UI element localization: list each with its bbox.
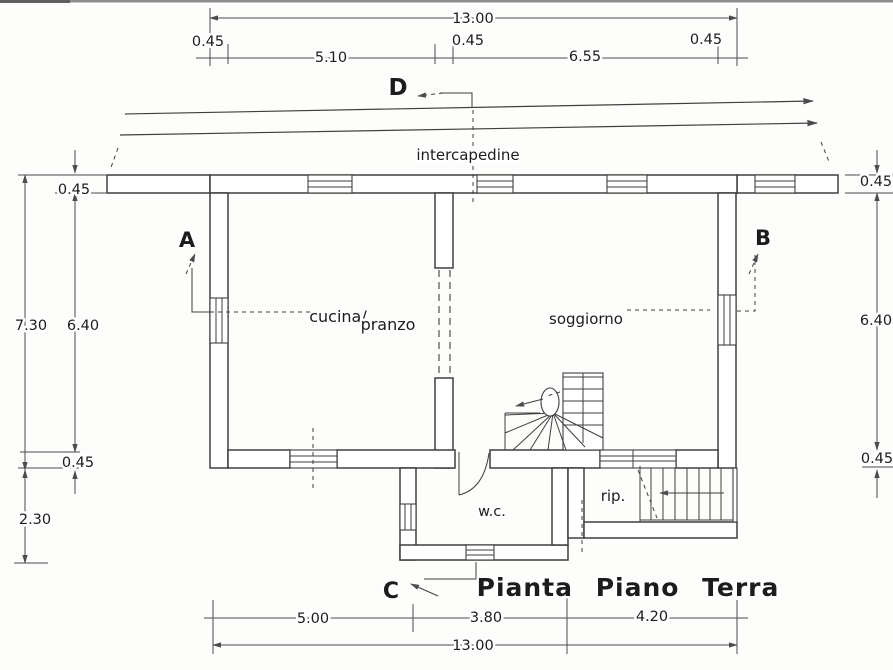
section-label-c: C	[383, 579, 399, 604]
middle-wall-opening	[435, 267, 453, 379]
intercapedine-wall	[109, 97, 831, 171]
section-markers: A B D C	[176, 73, 774, 607]
wall-bottom-seg	[336, 449, 456, 469]
wall-bottom-seg	[489, 449, 601, 469]
opening-soggiorno-back	[599, 449, 677, 469]
rip-door-swing	[637, 469, 658, 519]
label-cucina: cucina/	[309, 307, 367, 326]
dim-left-wall-top: 0.45	[58, 182, 90, 198]
dimensions-top: 13.00 0.45 5.10 0.45 6.55 0.45	[189, 8, 748, 69]
label-soggiorno: soggiorno	[549, 310, 623, 328]
dimensions-bottom: 5.00 3.80 4.20 13.00	[204, 598, 748, 657]
dimensions-left: 0.45 7.30 6.40 0.45 2.30	[12, 150, 107, 564]
window-wc-bottom	[465, 544, 495, 561]
window-wc-left	[399, 503, 417, 531]
section-marker-d: D	[386, 73, 473, 108]
window-top-cucina	[307, 174, 353, 194]
scan-border-corner	[0, 0, 70, 3]
label-rip: rip.	[601, 487, 626, 505]
stair-direction-arrow	[515, 398, 544, 407]
scan-border	[0, 0, 893, 3]
dim-left-inner: 6.40	[67, 318, 99, 334]
wall-top-left-extension	[106, 174, 211, 194]
section-marker-c: C	[380, 562, 477, 607]
stair-parapet	[732, 467, 738, 523]
dim-bottom-seg3: 4.20	[636, 609, 668, 625]
window-top-extension	[754, 174, 796, 194]
room-labels: intercapedine cucina/ pranzo soggiorno w…	[307, 144, 628, 523]
doors	[458, 452, 658, 519]
section-label-d: D	[388, 75, 407, 101]
walls	[106, 174, 839, 561]
stair-newel	[540, 387, 560, 417]
dim-top-span-right: 6.55	[569, 49, 601, 65]
dim-right-inner: 6.40	[860, 313, 892, 329]
internal-stair	[504, 372, 604, 451]
dim-top-wall-right: 0.45	[690, 32, 722, 48]
dim-top-wall-mid: 0.45	[452, 33, 484, 49]
wall-bottom-seg	[227, 449, 291, 469]
section-label-a: A	[179, 228, 196, 252]
section-label-b: B	[755, 226, 771, 250]
dim-left-extension: 2.30	[19, 512, 51, 528]
window-left-wall	[209, 297, 229, 344]
dimensions-right: 0.45 6.40 0.45	[845, 150, 893, 500]
windows	[209, 174, 796, 561]
dim-top-span-left: 5.10	[315, 50, 347, 66]
dim-right-wall-top: 0.45	[860, 174, 892, 190]
dim-top-wall-left: 0.45	[192, 34, 224, 50]
section-marker-b: B	[737, 224, 774, 312]
window-top-soggiorno-1	[476, 174, 514, 194]
dim-bottom-seg2: 3.80	[470, 610, 502, 626]
dim-bottom-total: 13.00	[452, 638, 494, 654]
label-intercapedine: intercapedine	[416, 146, 519, 164]
label-pranzo: pranzo	[361, 315, 416, 334]
section-trace-lines	[194, 110, 710, 556]
dim-left-wall-bottom: 0.45	[62, 455, 94, 471]
wall-rip-left	[567, 467, 585, 539]
wall-middle-upper	[434, 192, 454, 269]
wall-bottom-seg	[675, 449, 719, 469]
window-top-soggiorno-2	[606, 174, 648, 194]
page-title: Pianta Piano Terra	[477, 573, 780, 602]
wc-door-swing	[458, 452, 490, 496]
dim-top-total: 13.00	[452, 11, 494, 27]
dim-left-total: 7.30	[15, 318, 47, 334]
dim-bottom-seg1: 5.00	[297, 611, 329, 627]
wall-stair-bottom	[583, 521, 738, 539]
label-wc: w.c.	[478, 504, 506, 520]
dim-right-wall-bottom: 0.45	[861, 451, 893, 467]
window-right-wall	[717, 294, 737, 346]
section-marker-a: A	[176, 226, 210, 313]
wall-wc-right	[551, 467, 569, 546]
external-stair	[639, 466, 733, 522]
